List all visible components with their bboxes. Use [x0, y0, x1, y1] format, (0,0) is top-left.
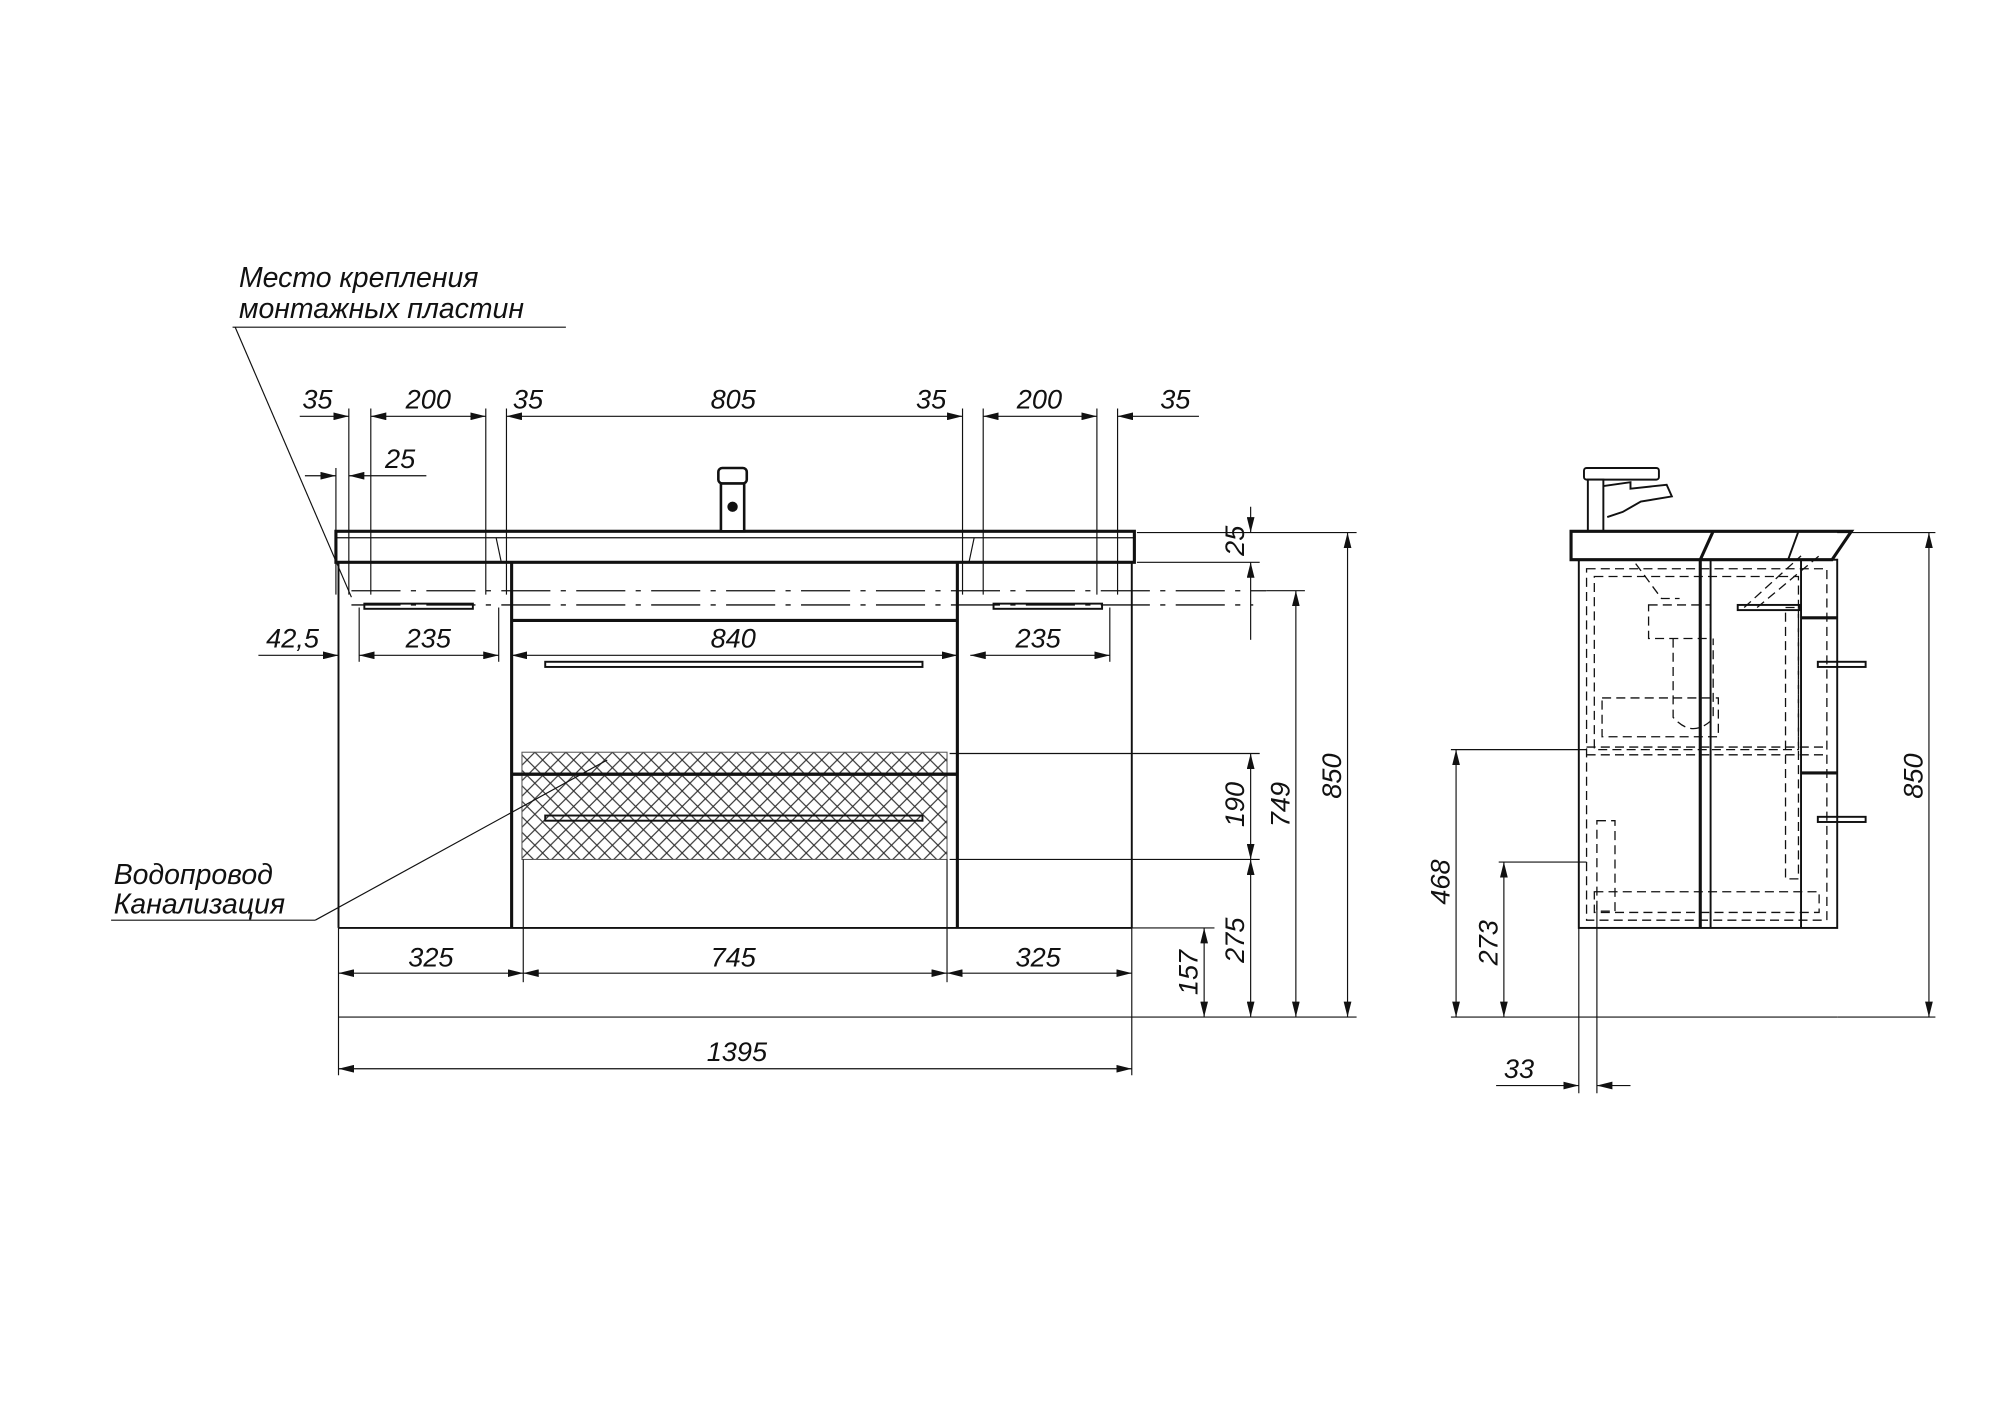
- right-dimension-chain: 25 190 275 157 749 850: [949, 506, 1357, 1018]
- side-handle: [363, 602, 474, 610]
- faucet-side: [1583, 467, 1674, 533]
- dim-bottom-right: 325: [1016, 942, 1062, 973]
- dim-left-offset: 42,5: [266, 623, 320, 654]
- dim-top-7: 35: [1160, 384, 1191, 415]
- dim-total-width: 1395: [707, 1036, 768, 1067]
- dim-left-width: 235: [405, 623, 452, 654]
- dim-top-3: 35: [513, 384, 544, 415]
- annotation-mounting-plates: Место крепления монтажных пластин: [232, 262, 566, 598]
- bottom-dimension-chain: 325 745 325 1395: [337, 859, 1357, 1076]
- top-dimension-chain: 35 200 35 805 35 200 35 25: [299, 384, 1199, 595]
- dim-right-width: 235: [1015, 623, 1062, 654]
- side-dim-total-height: 850: [1897, 753, 1928, 798]
- countertop: [334, 529, 1136, 564]
- side-handles: [1801, 616, 1867, 823]
- side-view: 468 273 850 33: [1425, 467, 1936, 1094]
- annotation-sewer: Канализация: [114, 889, 285, 921]
- drawer-handle: [544, 814, 924, 822]
- middle-dimension-chain: 42,5 235 840 235: [258, 607, 1111, 662]
- dim-bottom-left: 325: [408, 942, 454, 973]
- dim-bottom-center: 745: [711, 942, 757, 973]
- annotation-water: Водопровод: [114, 859, 273, 891]
- side-handle: [992, 602, 1104, 610]
- dim-top-1: 35: [302, 384, 333, 415]
- side-dimensions: 468 273 850 33: [1425, 532, 1936, 1094]
- dim-top-2: 200: [405, 384, 451, 415]
- front-view: Место крепления монтажных пластин: [111, 262, 1357, 1076]
- annotation-plumbing: Водопровод Канализация: [111, 759, 608, 921]
- dim-top-5: 35: [916, 384, 947, 415]
- dim-zone-from-floor: 275: [1219, 917, 1250, 964]
- dim-zone-height: 190: [1219, 782, 1250, 827]
- cabinet-front: [337, 562, 1267, 929]
- dim-bottom-from-floor: 157: [1173, 949, 1204, 995]
- side-dim-depth-offset: 33: [1504, 1053, 1534, 1084]
- dim-inner-offset: 25: [384, 443, 416, 474]
- dim-total-height: 850: [1316, 753, 1347, 798]
- drawer-handle: [544, 660, 924, 668]
- faucet: [717, 466, 749, 533]
- side-dim-upper-height: 468: [1425, 859, 1456, 904]
- handle: [1816, 815, 1867, 823]
- plumbing-zone-hatch: [521, 751, 948, 860]
- dim-mount-height: 749: [1264, 782, 1295, 827]
- side-dim-lower-height: 273: [1472, 920, 1503, 966]
- annotation-line-2: монтажных пластин: [239, 293, 524, 325]
- dim-top-thickness: 25: [1219, 525, 1250, 557]
- dim-top-4: 805: [711, 384, 757, 415]
- annotation-line-1: Место крепления: [239, 262, 478, 294]
- handle: [1816, 660, 1867, 668]
- cabinet-side: [1577, 555, 1839, 929]
- dim-top-6: 200: [1016, 384, 1062, 415]
- dim-center-width: 840: [711, 623, 756, 654]
